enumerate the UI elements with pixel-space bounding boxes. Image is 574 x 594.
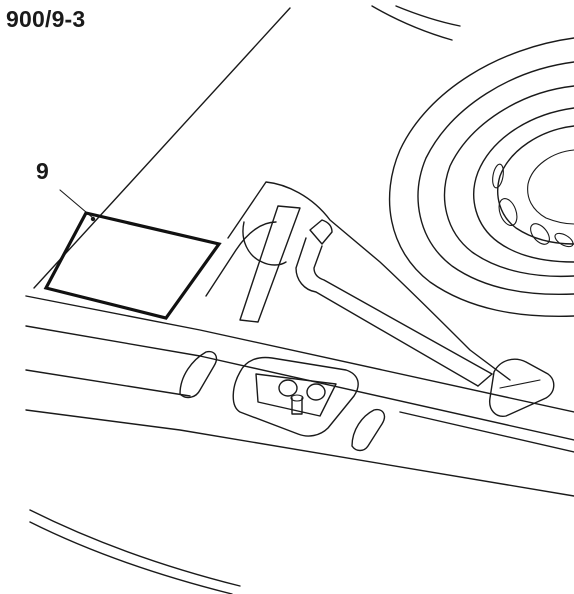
tyre-ring-3 [443, 85, 574, 278]
latch-ridge-right [351, 408, 386, 452]
jack-pin [291, 397, 303, 415]
trunk-lip-line-1 [25, 295, 574, 413]
upper-arc-2 [395, 5, 461, 27]
callout-number-9: 9 [36, 158, 49, 184]
floor-panel-diagonal-edge [33, 7, 291, 289]
trunk-lip-line-3 [25, 369, 191, 397]
jack-eye-right [306, 383, 326, 401]
tool-tray-inner-edge [205, 221, 277, 297]
car-jack [232, 356, 359, 437]
tool-bar-outline [239, 205, 301, 323]
tyre-ring-2 [417, 61, 574, 296]
wheel-brace [295, 219, 493, 387]
trunk-lip-line-5 [399, 411, 574, 453]
jack-eye-left [278, 379, 298, 397]
figure-reference-code: 900/9-3 [6, 6, 86, 32]
rim-hole-2 [530, 223, 550, 245]
tool-tray-curve [242, 221, 287, 266]
wheel-hub-ring [527, 149, 574, 225]
tool-tray-outline [227, 181, 511, 381]
rim-hole-4 [492, 163, 504, 189]
warning-label-sticker [43, 211, 222, 320]
lower-sill-line-1 [29, 509, 241, 587]
rim-hole-1 [498, 198, 518, 226]
brace-shaft-lower [313, 245, 493, 375]
wheel-clamp-bracket [489, 358, 555, 417]
wheel-clamp-detail [499, 379, 541, 389]
wheel-rim-outer [473, 107, 574, 263]
spare-wheel [388, 37, 574, 317]
trunk-lip-line-4 [25, 409, 574, 497]
rim-hole-3 [554, 232, 574, 248]
upper-arc-1 [371, 5, 453, 41]
lower-sill-line-2 [29, 521, 233, 594]
brace-socket [309, 219, 333, 245]
jack-base-outline [232, 356, 359, 437]
callout-leader-dot [90, 216, 96, 222]
brace-shaft-upper [295, 237, 479, 387]
latch-ridge-left [179, 350, 218, 399]
jack-pin-top [290, 394, 304, 402]
wheel-rim-inner [497, 125, 574, 245]
tyre-outer-ring [388, 37, 574, 317]
brace-end [477, 373, 493, 387]
